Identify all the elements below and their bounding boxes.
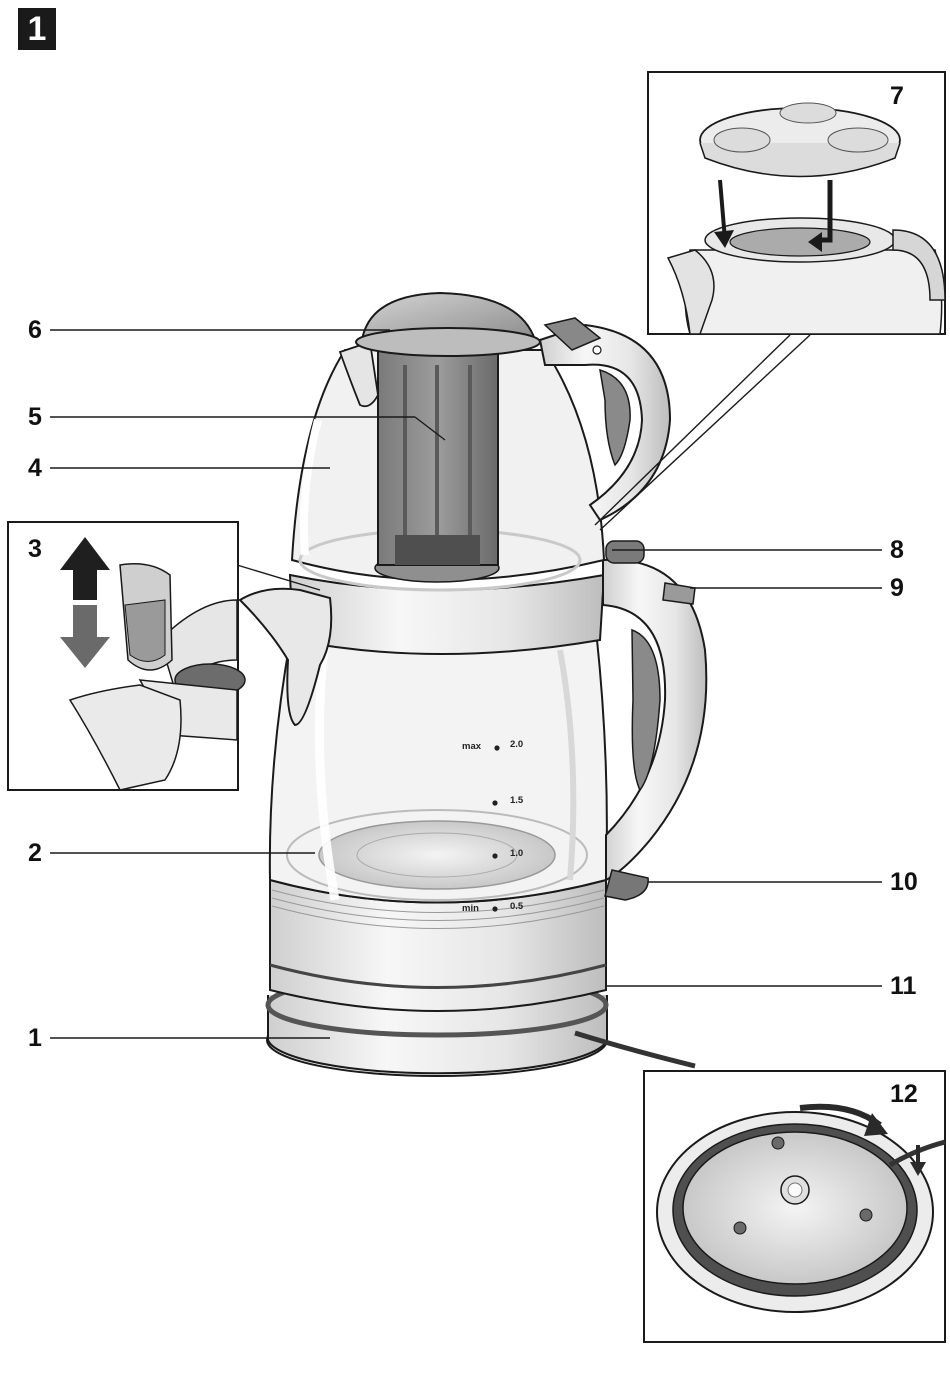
on-off-switch — [605, 870, 648, 900]
callout-3: 3 — [28, 537, 42, 562]
callout-4: 4 — [28, 456, 42, 481]
detail-box-lid-removal — [648, 72, 945, 334]
scale-value-0-5: 0.5 — [510, 901, 523, 912]
detail-box-cord-storage — [644, 1071, 945, 1342]
scale-value-2-0: 2.0 — [510, 739, 523, 750]
callout-2: 2 — [28, 841, 42, 866]
callout-11: 11 — [890, 974, 916, 999]
scale-max-label: max — [462, 741, 481, 752]
callout-9: 9 — [890, 576, 904, 601]
tea-filter — [375, 350, 499, 582]
glass-water-tank — [270, 630, 607, 912]
handle-button — [663, 583, 695, 604]
teapot-lid — [356, 293, 540, 356]
scale-value-1-5: 1.5 — [510, 795, 523, 806]
callout-7: 7 — [890, 84, 904, 109]
detail-box-spout-filter — [8, 522, 245, 790]
callout-5: 5 — [28, 405, 42, 430]
kettle-handle — [603, 541, 706, 880]
callout-10: 10 — [890, 870, 918, 895]
scale-min-label: min — [462, 903, 479, 914]
callout-1: 1 — [28, 1026, 42, 1051]
callout-12: 12 — [890, 1082, 918, 1107]
scale-value-1-0: 1.0 — [510, 848, 523, 859]
callout-8: 8 — [890, 538, 904, 563]
kettle-collar — [290, 575, 604, 654]
lid-release-button — [606, 541, 644, 563]
callout-6: 6 — [28, 318, 42, 343]
